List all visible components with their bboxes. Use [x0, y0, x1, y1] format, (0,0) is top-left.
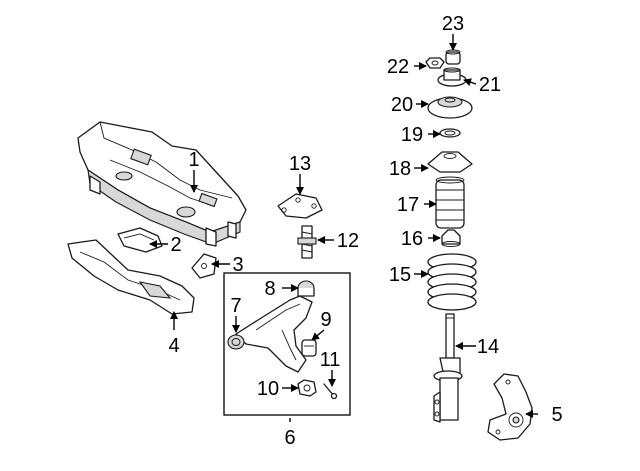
boot-part	[435, 176, 465, 229]
nut-part	[425, 57, 445, 69]
washer-nut-part	[437, 67, 467, 87]
control-arm-group-box	[223, 272, 351, 416]
callout-18: 18	[389, 158, 411, 180]
callout-16: 16	[401, 228, 423, 250]
callout-22: 22	[387, 56, 409, 78]
callout-20: 20	[391, 94, 413, 116]
callout-23: 23	[442, 13, 464, 35]
callout-21: 21	[479, 74, 501, 96]
callout-15: 15	[389, 264, 411, 286]
callout-4: 4	[168, 335, 179, 357]
callout-labels: 1 2 3 4 5 6 7 8 9 10 11 12 13 14 15 16 1…	[168, 13, 562, 449]
callout-8: 8	[264, 278, 275, 300]
callout-14: 14	[477, 336, 499, 358]
callout-19: 19	[401, 124, 423, 146]
callout-6: 6	[284, 427, 295, 449]
callout-7: 7	[230, 295, 241, 317]
callout-1: 1	[188, 149, 199, 171]
knuckle-part	[487, 373, 533, 441]
callout-3: 3	[232, 254, 243, 276]
bump-stop-part	[441, 229, 461, 247]
callout-2: 2	[170, 234, 181, 256]
strut-part	[433, 313, 463, 423]
callout-17: 17	[397, 194, 419, 216]
callout-9: 9	[320, 309, 331, 331]
callout-11: 11	[320, 349, 341, 371]
leader-lines	[149, 34, 538, 422]
bracket-part	[117, 227, 163, 253]
support-plate-part	[67, 239, 195, 315]
ring-part	[439, 128, 461, 138]
strut-mount-part	[427, 96, 473, 119]
callout-12: 12	[337, 230, 359, 252]
small-bracket-part	[191, 253, 217, 279]
stud-part	[297, 225, 317, 259]
control-arm-part	[227, 280, 338, 400]
callout-13: 13	[289, 153, 311, 175]
callout-5: 5	[551, 404, 562, 426]
dust-cap-part	[445, 49, 461, 65]
crossmember-part	[77, 121, 247, 247]
mounting-plate-part	[277, 193, 323, 219]
spring-seat-part	[427, 151, 473, 173]
callout-10: 10	[257, 378, 279, 400]
coil-spring-part	[427, 253, 477, 311]
